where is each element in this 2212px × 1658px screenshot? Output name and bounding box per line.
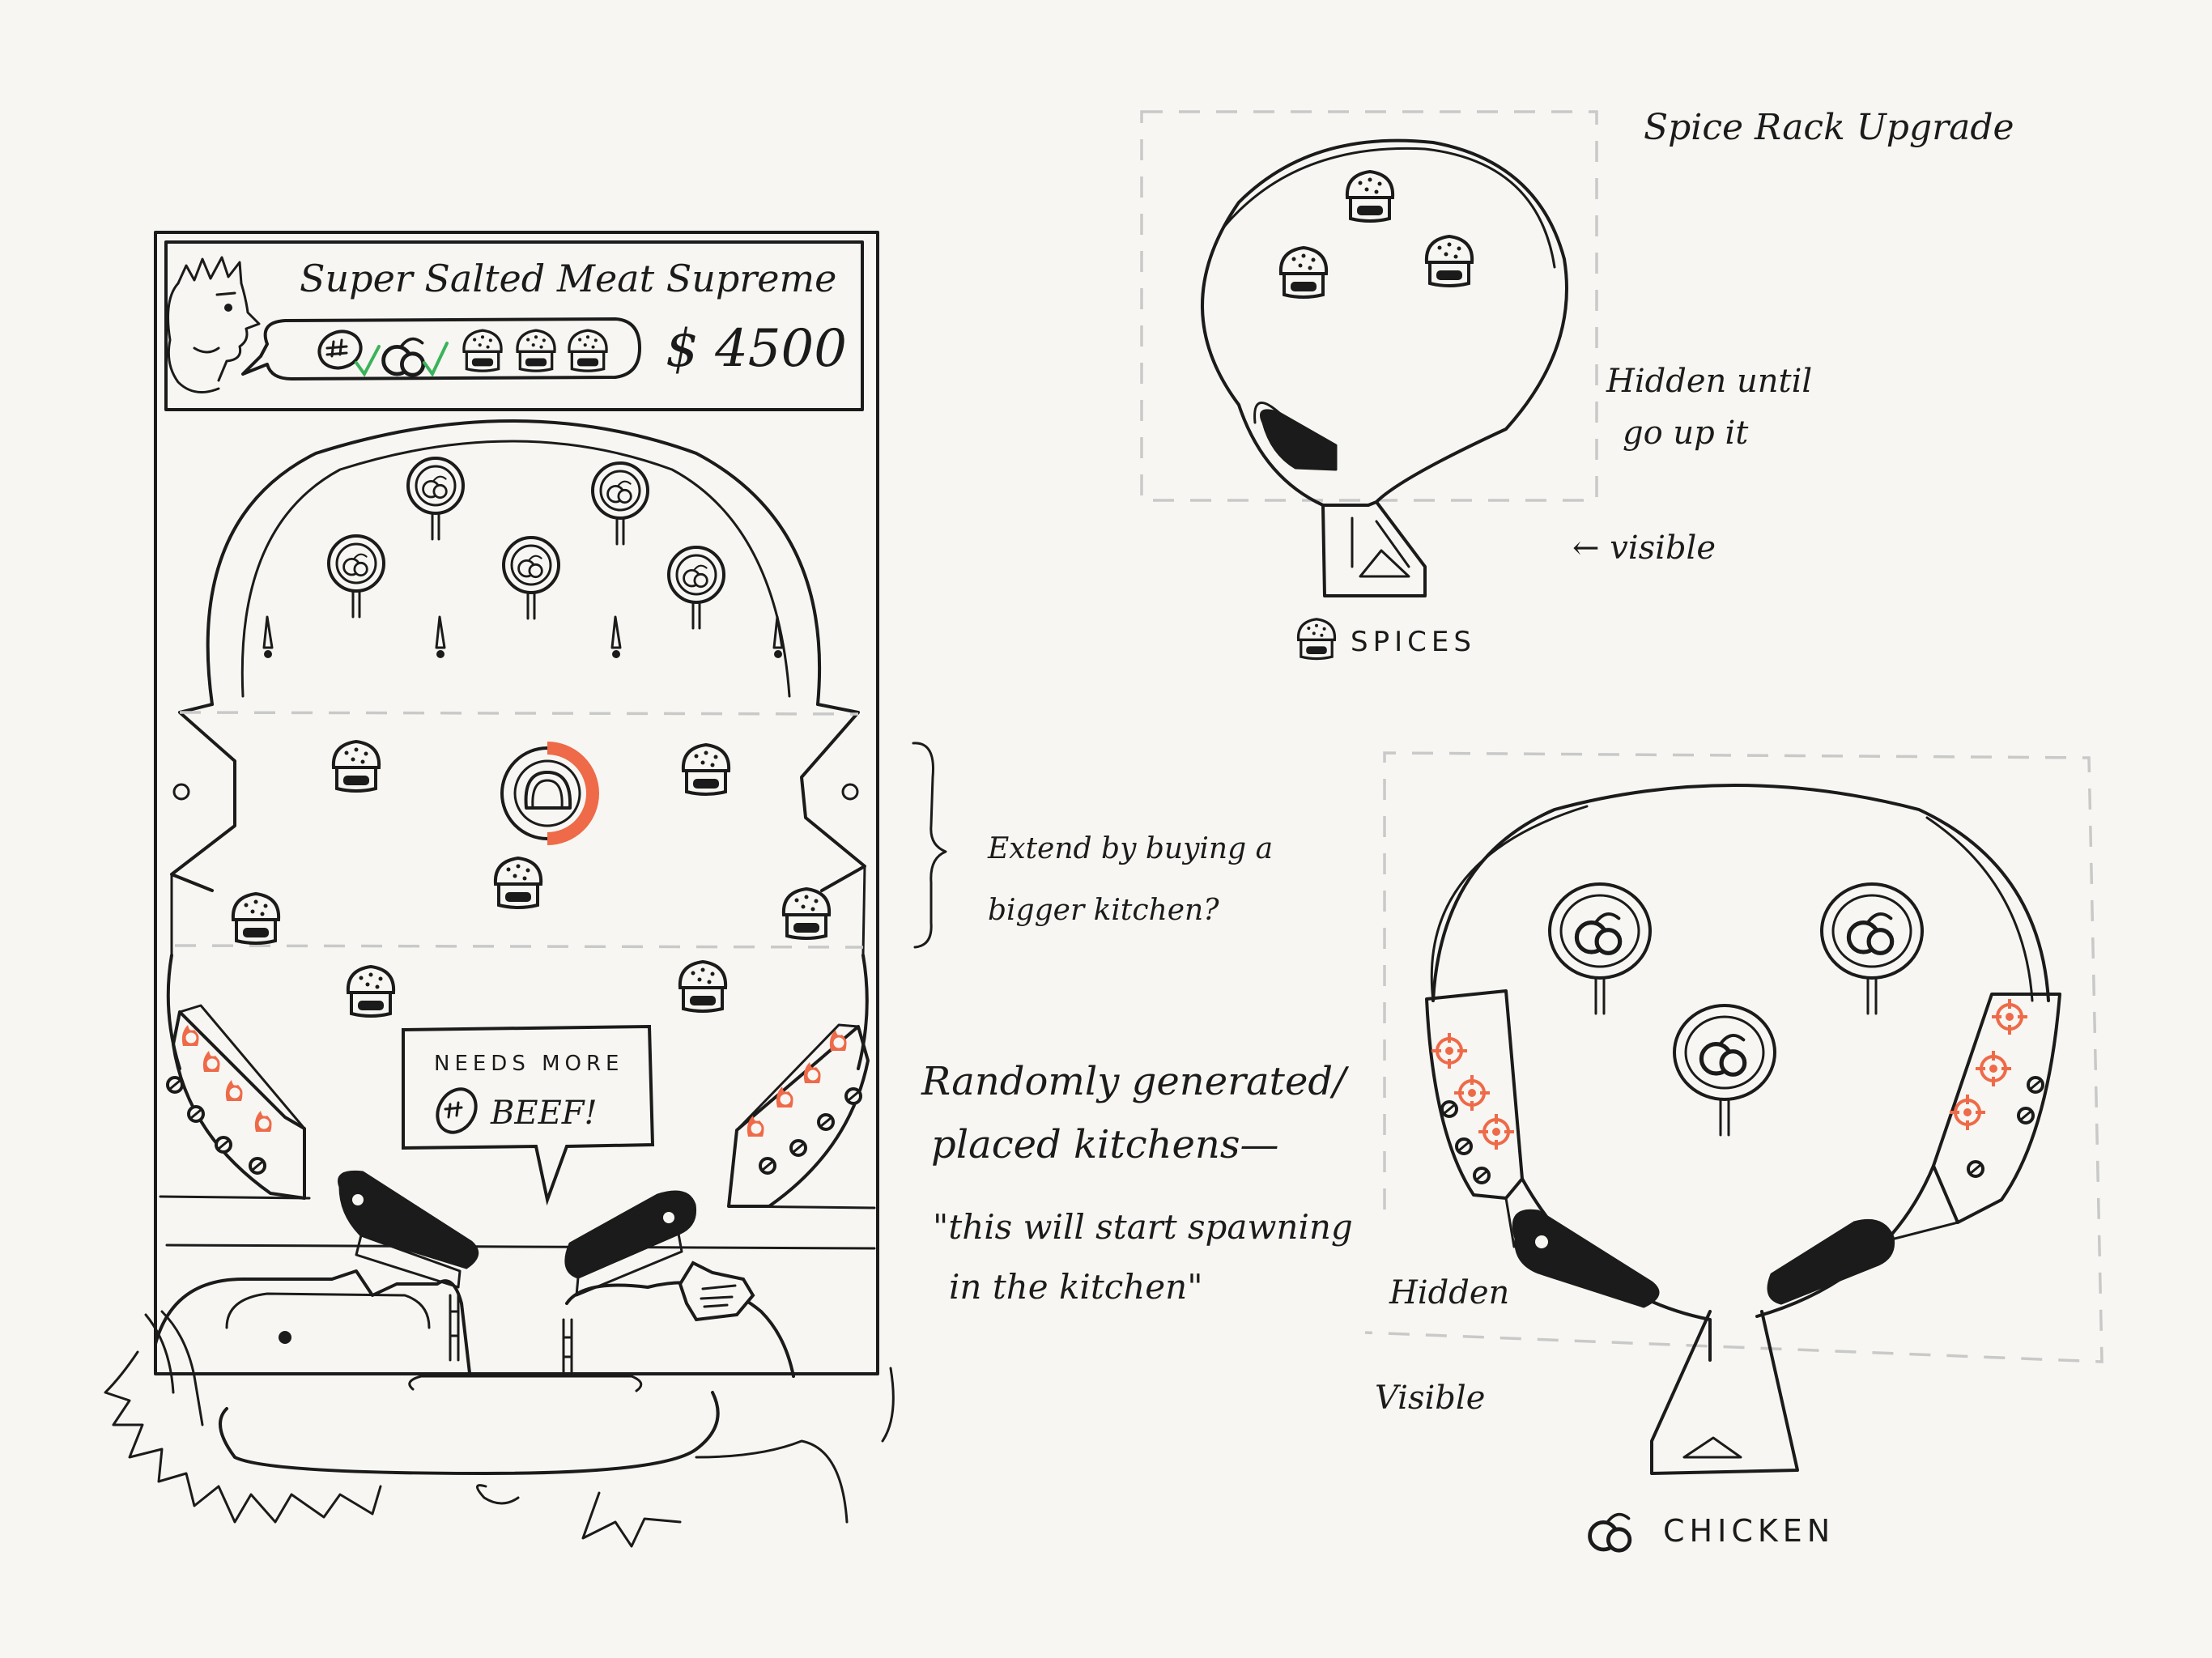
visible-note: ← visible (1572, 529, 1716, 567)
extension-bottom-line (175, 946, 863, 947)
spice-slot-icon (517, 330, 555, 371)
oven-hole (502, 748, 593, 839)
left-slingshot (168, 1005, 304, 1198)
pinball-machine: Super Salted Meat Supreme $ 4500 (105, 232, 893, 1546)
spice-target (334, 742, 379, 791)
chicken-icon (1590, 1515, 1630, 1551)
hidden-until-note-2: go up it (1623, 414, 1749, 452)
spice-rack-upgrade: Spice Rack Upgrade Hidden until go up it… (1142, 107, 2014, 659)
money-counter: $ 4500 (666, 319, 847, 379)
drain-creature (105, 1263, 893, 1546)
spice-slot-icon (569, 330, 606, 371)
extend-brace (913, 743, 946, 947)
drop-pins (264, 617, 782, 658)
spice-target (1427, 236, 1472, 286)
random-note-1: Randomly generated/ (921, 1059, 1350, 1104)
chicken-bumper (1674, 1005, 1775, 1135)
spawn-note-1: "this will start spawning (933, 1207, 1353, 1247)
right-flipper (1768, 1220, 1894, 1303)
spice-target (784, 889, 829, 938)
spice-target (680, 962, 725, 1011)
spice-target (1281, 248, 1326, 297)
steak-bumper (504, 538, 559, 619)
spice-target (348, 967, 393, 1016)
visible-label: Visible (1375, 1380, 1485, 1417)
spawn-note-2: in the kitchen" (949, 1267, 1203, 1307)
chicken-bumper (593, 463, 648, 544)
spice-slot-icon (464, 330, 501, 371)
spice-target (683, 745, 729, 794)
spice-target (496, 858, 541, 908)
extend-note-1: Extend by buying a (987, 832, 1273, 865)
spice-target (1347, 172, 1393, 221)
extension-top-line (180, 712, 858, 714)
chicken-room-outline (1433, 785, 2048, 1001)
chicken-bumper (1550, 884, 1650, 1014)
chicken-check-icon (424, 343, 447, 374)
game-title: Super Salted Meat Supreme (300, 257, 836, 300)
spices-icon (1299, 619, 1335, 659)
chicken-icon (384, 339, 423, 376)
chicken-label: CHICKEN (1663, 1513, 1835, 1549)
chicken-bumper (408, 458, 463, 539)
right-slingshot (729, 1025, 868, 1206)
chicken-bumper (1822, 884, 1922, 1014)
chicken-bumper (669, 547, 724, 628)
chicken-bumper (329, 536, 384, 617)
spices-label: SPICES (1351, 626, 1476, 658)
needs-item: BEEF! (490, 1095, 598, 1132)
spice-upgrade-title: Spice Rack Upgrade (1644, 107, 2014, 148)
hidden-zone-box (1142, 112, 1597, 500)
chicken-upgrade: Hidden Visible CHICKEN (1365, 753, 2102, 1550)
extend-note-2: bigger kitchen? (988, 894, 1219, 927)
random-note-2: placed kitchens— (931, 1122, 1278, 1167)
hidden-until-note-1: Hidden until (1606, 363, 1812, 400)
hidden-label: Hidden (1389, 1274, 1509, 1312)
needs-label: NEEDS MORE (434, 1052, 623, 1076)
spice-target (233, 894, 279, 943)
